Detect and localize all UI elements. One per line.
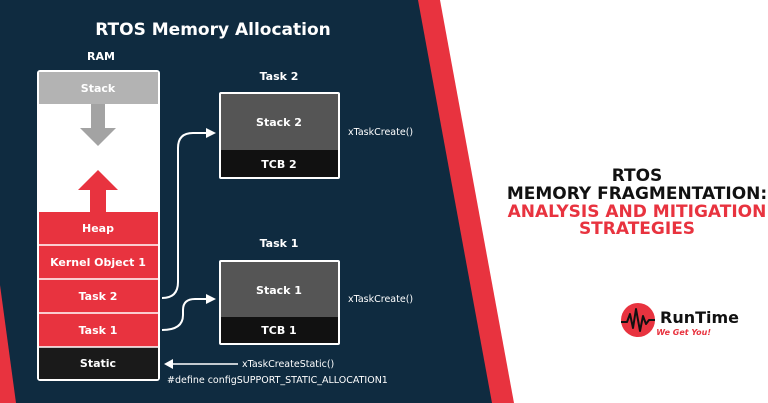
ram-task1-block: [39, 313, 158, 347]
ram-kernel-object-label: Kernel Object 1: [50, 256, 146, 269]
task1-label: Task 1: [260, 237, 299, 250]
task1-stack-label: Stack 1: [256, 284, 302, 297]
task2-connector-arrow: [161, 132, 208, 299]
ram-task1-label: Task 1: [79, 324, 118, 337]
task1-box: Stack 1 TCB 1: [219, 260, 340, 345]
ram-static-label: Static: [80, 357, 116, 370]
task1-arrowhead-icon: [206, 294, 216, 304]
pulse-wave-icon: [621, 308, 655, 332]
runtime-logo: RunTime We Get You!: [621, 303, 739, 337]
runtime-logo-name: RunTime: [660, 308, 739, 327]
ram-label: RAM: [87, 50, 115, 63]
headline-line-1: RTOS: [612, 166, 663, 186]
task1-tcb-block: [221, 317, 338, 343]
ram-stack-label: Stack: [81, 82, 116, 95]
headline-line-3: ANALYSIS AND MITIGATION: [508, 202, 767, 222]
task1-api-label: xTaskCreate(): [348, 294, 413, 305]
headline: RTOS MEMORY FRAGMENTATION: ANALYSIS AND …: [507, 166, 767, 239]
task2-tcb-label: TCB 2: [261, 158, 296, 171]
runtime-logo-slogan: We Get You!: [656, 328, 711, 337]
ram-column: Stack Heap Kernel Object 1 Task 2 Task 1…: [37, 70, 160, 381]
ram-stack-block: [39, 72, 158, 104]
task2-tcb-block: [221, 150, 338, 177]
task2-api-label: xTaskCreate(): [348, 127, 413, 138]
task2-label: Task 2: [260, 70, 299, 83]
red-corner-left: [0, 285, 16, 403]
task2-box: Stack 2 TCB 2: [219, 92, 340, 179]
ram-kernel-object-block: [39, 245, 158, 279]
ram-heap-block: [39, 212, 158, 245]
static-define-label: #define configSUPPORT_STATIC_ALLOCATION1: [167, 375, 388, 386]
headline-line-4: STRATEGIES: [579, 219, 695, 239]
ram-static-block: [39, 347, 158, 379]
task1-stack-block: [221, 262, 338, 317]
static-api-label: xTaskCreateStatic(): [242, 359, 334, 370]
task1-tcb-label: TCB 1: [261, 324, 296, 337]
diagram-title: RTOS Memory Allocation: [95, 20, 331, 40]
ram-task2-label: Task 2: [79, 290, 118, 303]
ram-heap-label: Heap: [82, 222, 114, 235]
task1-connector-arrow: [161, 298, 208, 331]
task2-stack-block: [221, 94, 338, 150]
static-arrowhead-icon: [164, 359, 173, 369]
headline-line-2: MEMORY FRAGMENTATION:: [507, 184, 767, 204]
red-stripe-right: [418, 0, 514, 403]
task2-arrowhead-icon: [206, 128, 216, 138]
ram-task2-block: [39, 279, 158, 313]
task2-stack-label: Stack 2: [256, 116, 302, 129]
heap-grow-arrow-icon: [78, 170, 118, 212]
stack-grow-arrow-icon: [80, 104, 116, 146]
